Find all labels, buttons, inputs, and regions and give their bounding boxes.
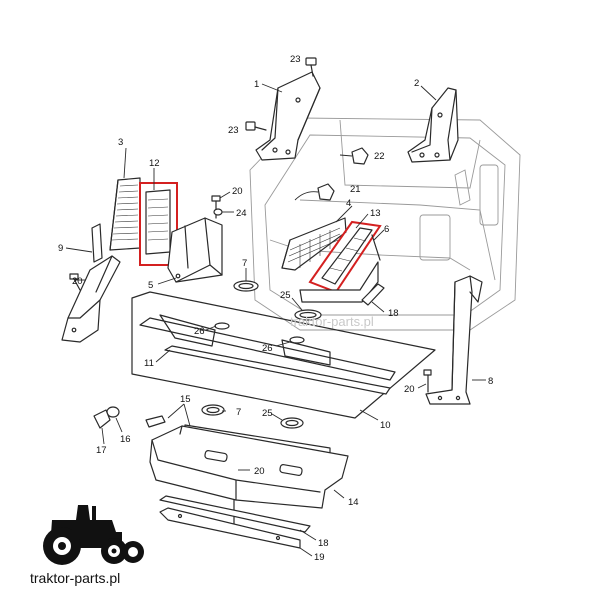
callout-6: 6 (384, 224, 389, 235)
callout-7-upper: 7 (242, 258, 247, 269)
callout-8: 8 (488, 376, 493, 387)
callout-5: 5 (148, 280, 153, 291)
callout-1: 1 (254, 79, 259, 90)
callout-20-left: 20 (72, 276, 83, 287)
left-lower-bracket (61, 255, 121, 343)
callout-12: 12 (149, 158, 160, 169)
callout-numbers: 1 2 3 12 23 23 22 21 20 24 4 13 6 9 20 5… (58, 54, 493, 563)
callout-22: 22 (374, 151, 385, 162)
callout-7-lower: 7 (236, 407, 241, 418)
callout-15: 15 (180, 394, 191, 405)
part-7-grommet-upper (233, 280, 259, 292)
callout-16: 16 (120, 434, 131, 445)
callout-26-left: 26 (194, 326, 205, 337)
callout-9: 9 (58, 243, 63, 254)
part-19-rail (159, 507, 301, 549)
part-24-washer (213, 208, 223, 216)
callout-23-side: 23 (228, 125, 239, 136)
brand-text[interactable]: traktor-parts.pl (30, 570, 121, 586)
callout-14: 14 (348, 497, 359, 508)
part-23-bolt-side (245, 121, 267, 131)
callout-18-upper: 18 (388, 308, 399, 319)
callout-10: 10 (380, 420, 391, 431)
part-13-highlight-box (308, 220, 382, 294)
callout-20-right: 20 (404, 384, 415, 395)
callout-19: 19 (314, 552, 325, 563)
leader-lines (65, 83, 486, 557)
callout-25-upper: 25 (280, 290, 291, 301)
part-17-plug (93, 409, 111, 429)
callout-18-lower: 18 (318, 538, 329, 549)
callout-3: 3 (118, 137, 123, 148)
callout-13: 13 (370, 208, 381, 219)
part-3-left-grille (109, 177, 141, 251)
callout-20-bottom: 20 (254, 466, 265, 477)
part-7-grommet-lower (201, 404, 225, 416)
part-10-floor-plate (131, 291, 436, 419)
callout-11: 11 (144, 358, 154, 369)
part-20-screw-right (423, 369, 432, 393)
tractor-logo-icon (43, 505, 144, 565)
part-5-housing (167, 217, 223, 283)
part-1-bracket (255, 71, 321, 161)
callout-21: 21 (350, 184, 361, 195)
callout-26-right: 26 (262, 343, 273, 354)
part-25-grommet-lower (280, 417, 304, 429)
part-12-highlight-box (139, 182, 178, 266)
part-25-grommet-upper (294, 309, 322, 321)
part-9-panel (91, 223, 103, 263)
watermark: traktor-parts.pl (290, 314, 374, 329)
callout-24: 24 (236, 208, 247, 219)
part-18-strip-lower (159, 495, 311, 533)
callout-25-lower: 25 (262, 408, 273, 419)
part-18-strip-upper (361, 283, 385, 306)
part-6-right-housing (299, 234, 381, 303)
callout-2: 2 (414, 78, 419, 89)
part-14-tray (149, 425, 349, 509)
part-13-right-filter (308, 220, 382, 294)
part-21-clip (294, 183, 335, 201)
part-12-left-filter (139, 182, 178, 266)
callout-4: 4 (346, 198, 351, 209)
part-2-bracket (407, 87, 459, 163)
part-20-screw-left (69, 273, 81, 291)
callout-23-top: 23 (290, 54, 301, 65)
callout-17: 17 (96, 445, 107, 456)
callout-20-top: 20 (232, 186, 243, 197)
part-11-rail (139, 314, 396, 395)
part-22-clip (339, 147, 369, 165)
part-26-grommet-left (214, 322, 230, 330)
part-26-grommet-right (289, 336, 305, 344)
part-8-side-bracket (425, 275, 483, 405)
part-23-bolt-top (305, 57, 317, 77)
